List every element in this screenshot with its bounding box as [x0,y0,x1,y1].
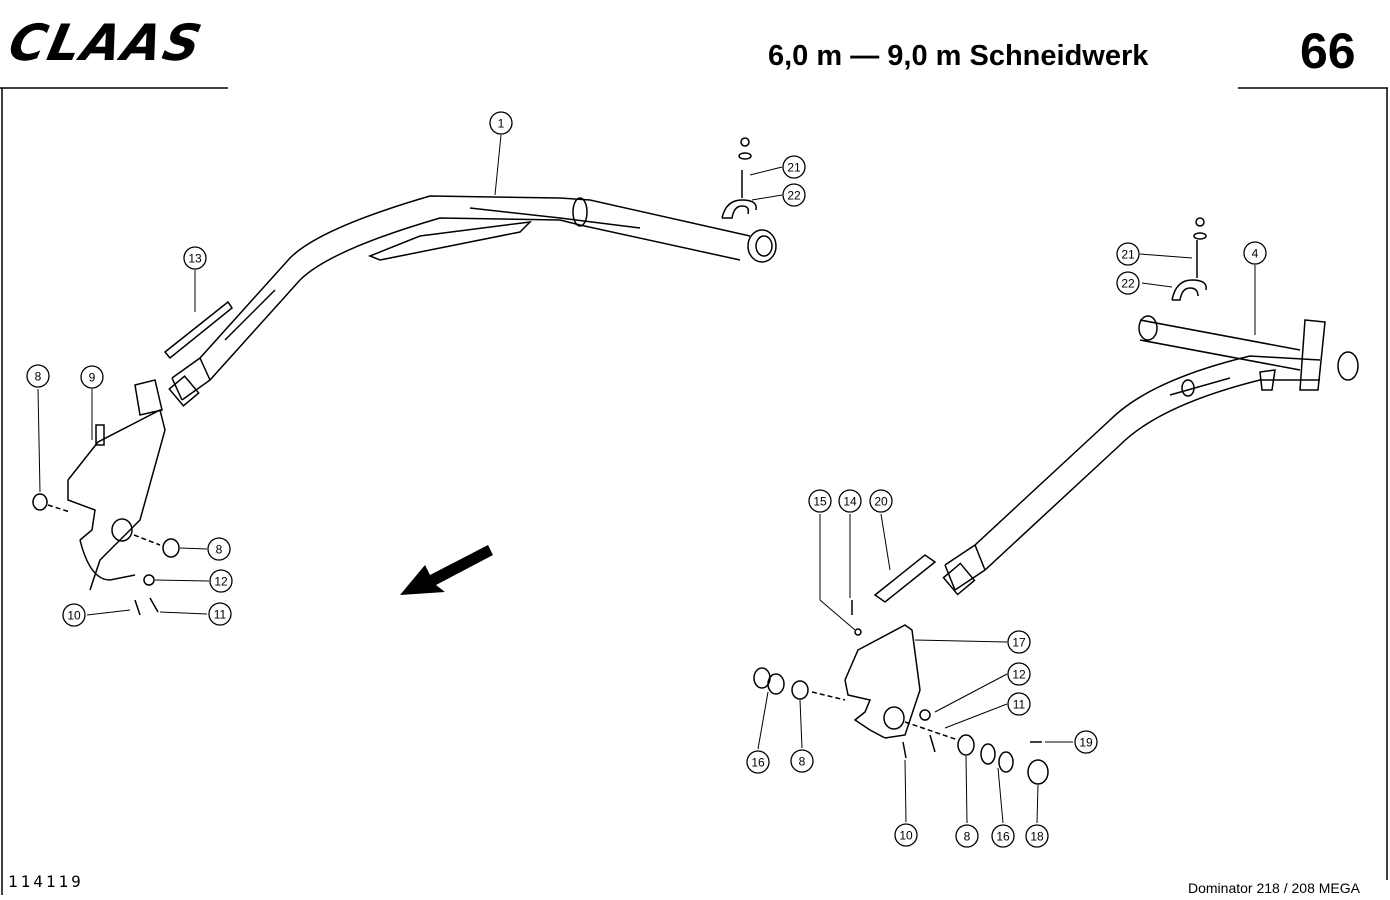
callout-circle [782,155,806,179]
direction-arrow [400,545,493,595]
callout-11: 11 [208,602,232,626]
callout-circle [782,183,806,207]
callout-label: 8 [216,543,223,557]
callout-label: 22 [787,189,801,203]
callout-label: 12 [1012,668,1026,682]
callout-label: 14 [843,495,857,509]
callout-13: 13 [183,246,207,270]
callout-label: 4 [1252,247,1259,261]
callout-12: 12 [1007,662,1031,686]
callout-circle [183,246,207,270]
callout-circle [62,603,86,627]
plate-20 [873,554,937,603]
callout-label: 20 [874,495,888,509]
callout-circle [489,111,513,135]
callout-17: 17 [1007,630,1031,654]
callout-circle [26,364,50,388]
callout-circle [1116,242,1140,266]
callout-circle [207,537,231,561]
callout-8: 8 [955,824,979,848]
callout-label: 8 [964,830,971,844]
callout-circle [808,489,832,513]
callout-21: 21 [782,155,806,179]
callout-18: 18 [1025,824,1049,848]
right-frame-tube [942,315,1359,596]
callout-group: 1 21 22 13 8 9 8 12 10 11 21 22 4 15 14 20 17 12 11 19 16 8 10… [26,111,1267,848]
left-bracket-assembly [32,379,180,616]
callout-label: 12 [214,575,228,589]
callout-circle [1116,271,1140,295]
callout-circle [894,823,918,847]
callout-circle [1074,730,1098,754]
callout-circle [955,824,979,848]
callout-22: 22 [1116,271,1140,295]
callout-circle [1025,824,1049,848]
callout-circle [1007,692,1031,716]
right-tube-clamp [1171,217,1207,301]
document-number: 114119 [8,872,84,891]
left-tube-clamp [721,137,757,219]
callout-10: 10 [62,603,86,627]
callout-10: 10 [894,823,918,847]
callout-label: 16 [751,756,765,770]
callout-label: 18 [1030,830,1044,844]
callout-16: 16 [746,750,770,774]
callout-label: 16 [996,830,1010,844]
callout-8: 8 [26,364,50,388]
callout-circle [869,489,893,513]
callout-circle [1007,630,1031,654]
callout-circle [1243,241,1267,265]
callout-circle [208,602,232,626]
callout-21: 21 [1116,242,1140,266]
bolt-14 [851,600,862,636]
callout-22: 22 [782,183,806,207]
right-bracket-assembly [753,624,1049,785]
callout-label: 17 [1012,636,1026,650]
callout-label: 1 [498,117,505,131]
callout-8: 8 [790,749,814,773]
callout-8: 8 [207,537,231,561]
callout-label: 21 [1121,248,1135,262]
callout-label: 15 [813,495,827,509]
callout-4: 4 [1243,241,1267,265]
model-label: Dominator 218 / 208 MEGA [1188,880,1360,896]
callout-label: 11 [1013,698,1026,712]
page-number: 66 [1300,23,1356,79]
callout-label: 13 [188,252,202,266]
callout-label: 9 [89,371,96,385]
callout-label: 19 [1079,736,1093,750]
callout-label: 10 [67,609,81,623]
callout-12: 12 [209,569,233,593]
page-title: 6,0 m — 9,0 m Schneidwerk [768,40,1149,72]
callout-14: 14 [838,489,862,513]
callout-15: 15 [808,489,832,513]
callout-19: 19 [1074,730,1098,754]
callout-circle [209,569,233,593]
left-frame-tube [163,195,777,407]
callout-11: 11 [1007,692,1031,716]
callout-circle [790,749,814,773]
callout-16: 16 [991,824,1015,848]
callout-circle [838,489,862,513]
callout-circle [746,750,770,774]
callout-label: 22 [1121,277,1135,291]
callout-circle [80,365,104,389]
callout-circle [991,824,1015,848]
callout-label: 21 [787,161,801,175]
callout-label: 11 [214,608,227,622]
callout-20: 20 [869,489,893,513]
leader-lines [37,134,1256,824]
callout-1: 1 [489,111,513,135]
callout-label: 8 [799,755,806,769]
callout-label: 8 [35,370,42,384]
callout-circle [1007,662,1031,686]
callout-label: 10 [899,829,913,843]
callout-9: 9 [80,365,104,389]
